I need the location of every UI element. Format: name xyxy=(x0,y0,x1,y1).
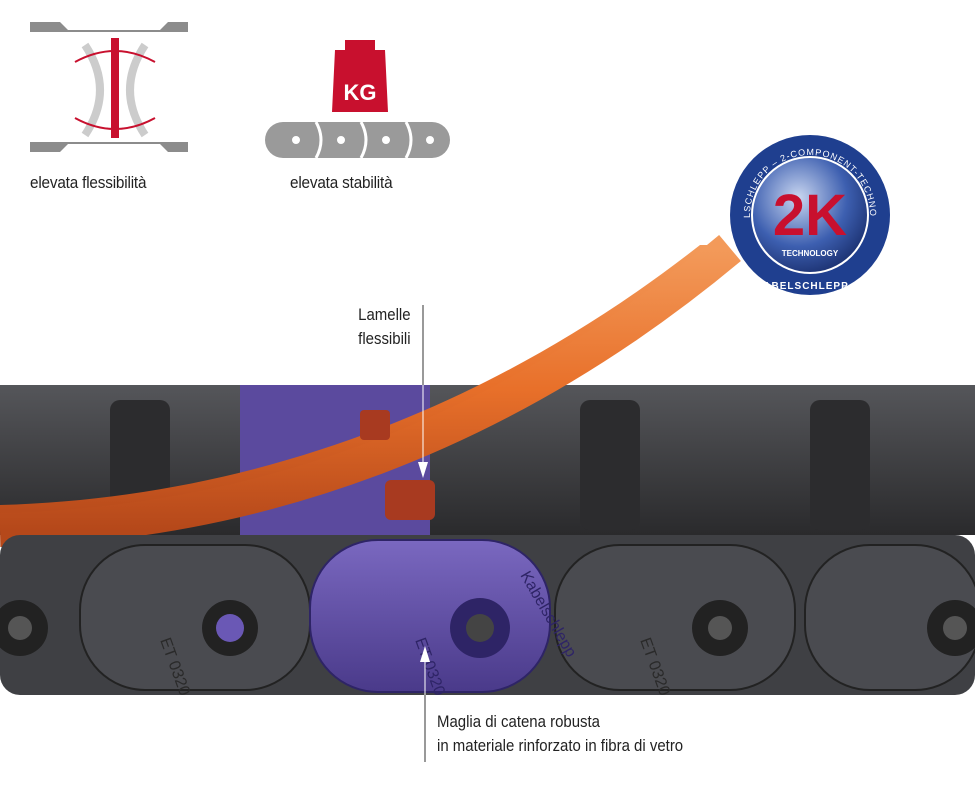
flexible-lamellae xyxy=(360,410,435,520)
orange-cable-body xyxy=(0,234,741,547)
flexibility-caption: elevata flessibilità xyxy=(30,173,147,192)
callout-bottom-line1: Maglia di catena robusta xyxy=(437,712,601,731)
callout-robust-link: Maglia di catena robusta in materiale ri… xyxy=(437,710,683,758)
svg-text:KG: KG xyxy=(344,80,377,105)
callout-top-line2: flessibili xyxy=(358,329,411,348)
chain-link-row: ET 0320 Kabelschlepp ET 0320 ET 0320 xyxy=(0,535,975,698)
weight-stability-icon: KG xyxy=(265,40,450,159)
svg-text:2K: 2K xyxy=(773,183,847,248)
callout-lines xyxy=(418,305,430,762)
svg-text:· KABELSCHLEPP.de ·: · KABELSCHLEPP.de · xyxy=(747,281,873,292)
callout-bottom-line2: in materiale rinforzato in fibra di vetr… xyxy=(437,736,684,755)
chain-link xyxy=(79,544,975,691)
svg-text:TECHNOLOGY: TECHNOLOGY xyxy=(782,249,839,258)
flexibility-icon xyxy=(30,22,188,152)
callout-top-line1: Lamelle xyxy=(358,305,411,324)
stability-caption: elevata stabilità xyxy=(290,173,393,192)
callout-flexible-lamellae: Lamelle flessibili xyxy=(359,303,411,351)
